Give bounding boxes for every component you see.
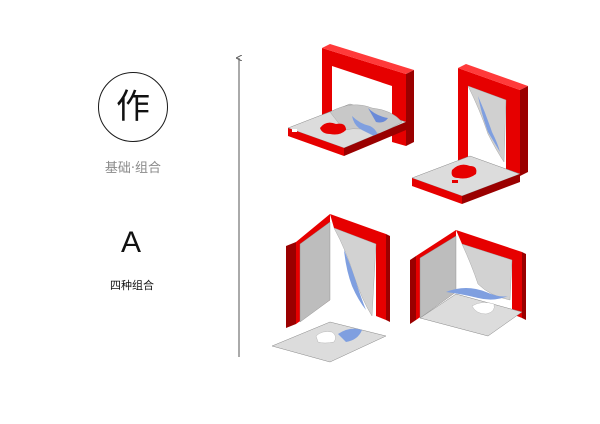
model-combination-4 bbox=[410, 230, 526, 337]
caption: 四种组合 bbox=[110, 279, 154, 292]
model-combination-2 bbox=[411, 64, 528, 204]
badge-character: 作 bbox=[116, 87, 150, 127]
subtitle: 基础·组合 bbox=[104, 161, 162, 176]
variant-letter: A bbox=[120, 226, 141, 259]
model-combination-1 bbox=[287, 44, 414, 156]
model-combination-3 bbox=[271, 214, 390, 363]
character-badge: 作 bbox=[98, 72, 168, 142]
